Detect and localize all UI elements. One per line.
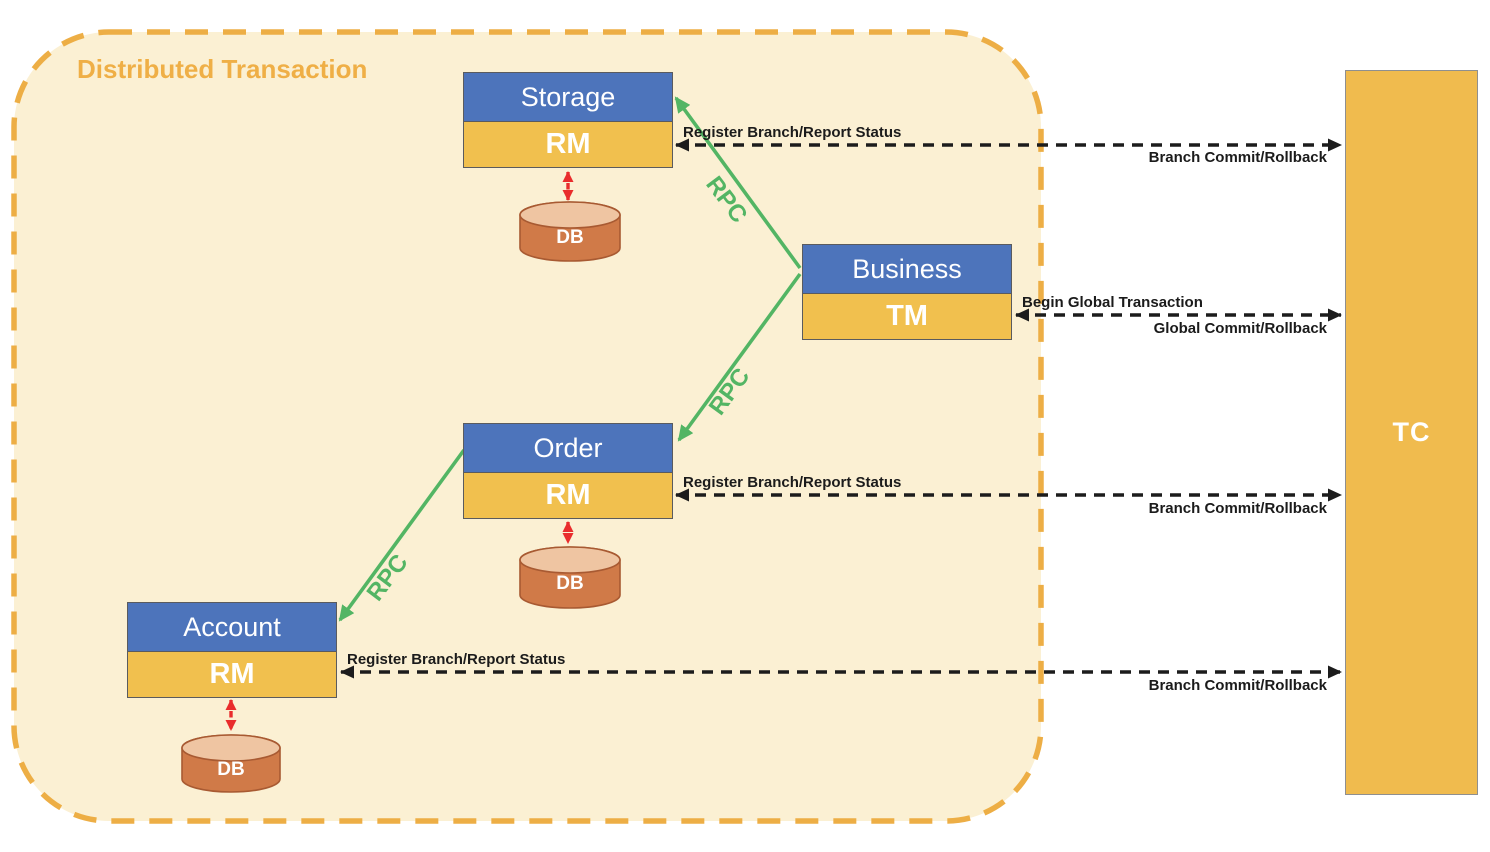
service-order-name: Order bbox=[464, 424, 672, 473]
edge-label-storage-commit: Branch Commit/Rollback bbox=[1148, 149, 1327, 166]
tc-label: TC bbox=[1392, 417, 1431, 447]
db-label-storage: DB bbox=[556, 227, 584, 248]
service-account-role-rm: RM bbox=[128, 652, 336, 697]
transaction-coordinator-box: TC bbox=[1345, 70, 1478, 795]
edge-label-order-register: Register Branch/Report Status bbox=[683, 474, 902, 491]
edge-label-business-begin: Begin Global Transaction bbox=[1022, 294, 1203, 311]
edge-label-account-commit: Branch Commit/Rollback bbox=[1148, 677, 1327, 694]
diagram-title: Distributed Transaction bbox=[77, 54, 368, 84]
service-business-name: Business bbox=[803, 245, 1011, 294]
rpc-arrows bbox=[338, 96, 802, 622]
service-business: Business TM bbox=[802, 244, 1012, 340]
rm-db-links bbox=[225, 171, 574, 731]
edge-label-business-commit: Global Commit/Rollback bbox=[1153, 320, 1327, 337]
service-storage-name: Storage bbox=[464, 73, 672, 122]
tc-links bbox=[340, 138, 1342, 679]
db-cylinder-storage bbox=[519, 201, 621, 262]
db-label-account: DB bbox=[217, 759, 245, 780]
edge-label-account-register: Register Branch/Report Status bbox=[347, 651, 566, 668]
service-storage: Storage RM bbox=[463, 72, 673, 168]
service-account-name: Account bbox=[128, 603, 336, 652]
rpc-arrow-order-account bbox=[338, 448, 466, 622]
edge-label-storage-register: Register Branch/Report Status bbox=[683, 124, 902, 141]
service-account: Account RM bbox=[127, 602, 337, 698]
service-business-role-tm: TM bbox=[803, 294, 1011, 339]
db-cylinder-account bbox=[181, 734, 281, 793]
edge-label-order-commit: Branch Commit/Rollback bbox=[1148, 500, 1327, 517]
db-cylinders bbox=[181, 201, 621, 793]
rpc-arrow-business-storage bbox=[674, 96, 802, 270]
service-order-role-rm: RM bbox=[464, 473, 672, 518]
rpc-arrow-business-order bbox=[677, 272, 802, 442]
db-label-order: DB bbox=[556, 573, 584, 594]
db-cylinder-order bbox=[519, 546, 621, 609]
service-order: Order RM bbox=[463, 423, 673, 519]
service-storage-role-rm: RM bbox=[464, 122, 672, 167]
